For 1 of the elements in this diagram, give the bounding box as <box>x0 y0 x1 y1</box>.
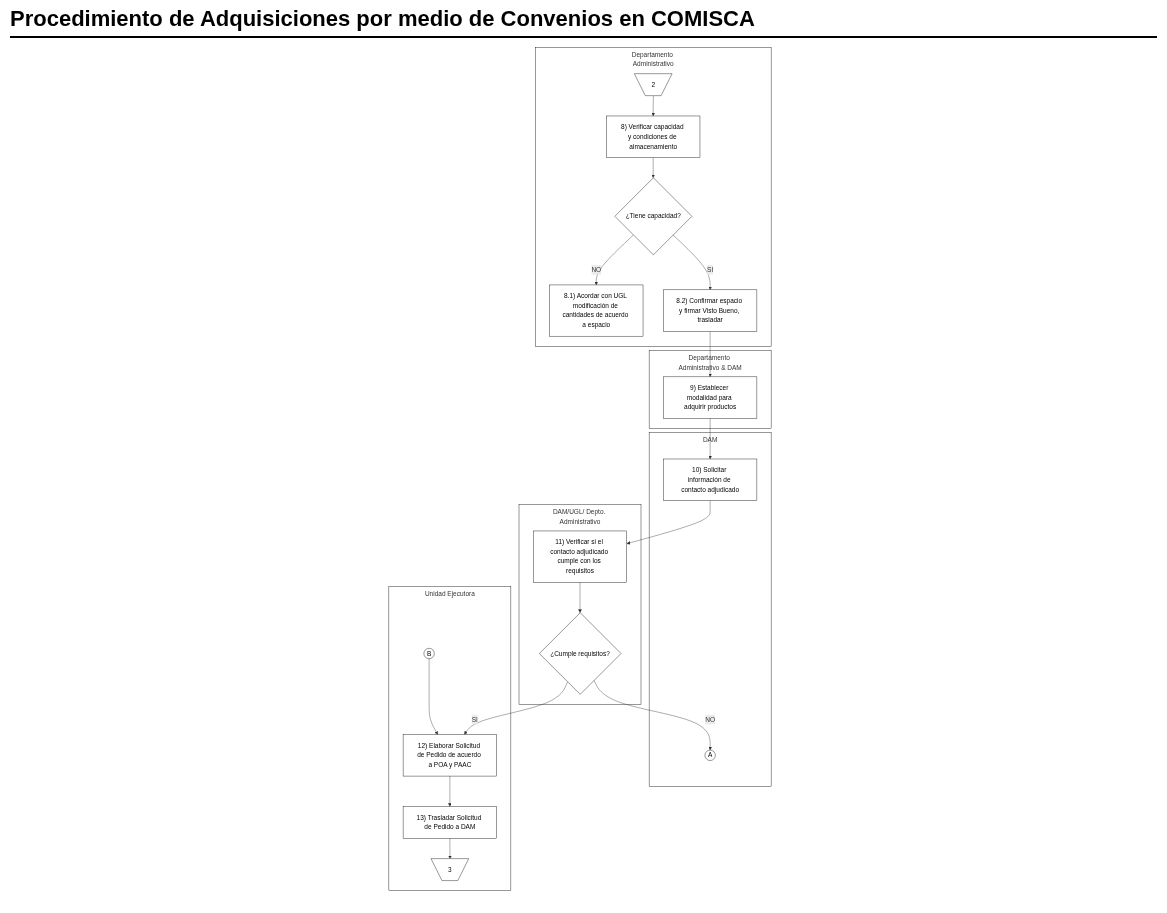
diagram-title: Procedimiento de Adquisiciones por medio de Convenios en COMISCA <box>10 6 1157 38</box>
